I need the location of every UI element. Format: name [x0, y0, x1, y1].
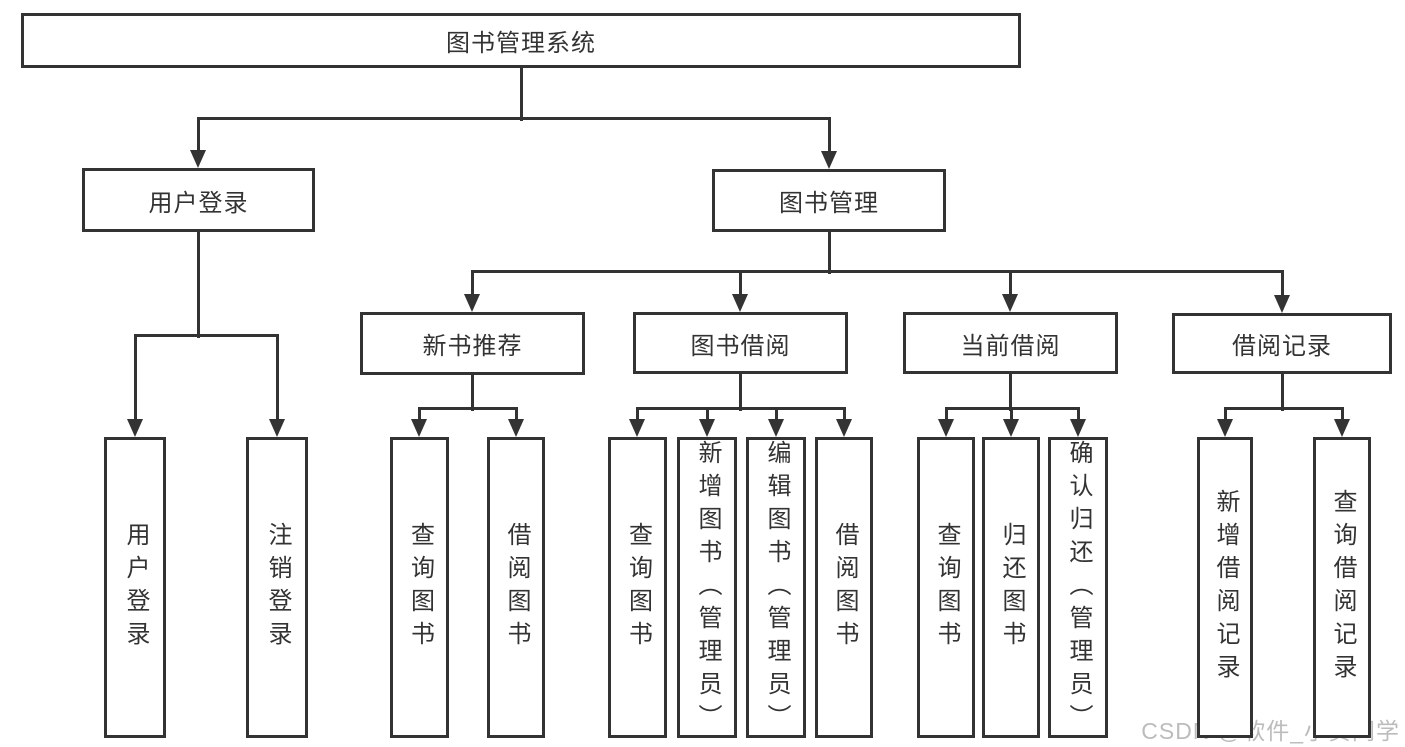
connector-bar — [1223, 406, 1344, 410]
arrow-stem — [1009, 408, 1013, 421]
arrow-stem — [417, 408, 421, 421]
arrow-stem — [514, 408, 518, 421]
arrow-stem — [1223, 408, 1227, 421]
arrow-stem — [1008, 271, 1012, 296]
arrow-stem — [827, 118, 831, 153]
arrow-down-icon — [1070, 419, 1086, 437]
arrow-down-icon — [699, 419, 715, 437]
connector-stem — [196, 232, 200, 338]
arrow-down-icon — [768, 419, 784, 437]
node-edit-book-admin: 编辑图书（管理员） — [746, 437, 806, 738]
node-query-borrow-record: 查询借阅记录 — [1313, 437, 1371, 738]
arrow-stem — [196, 118, 200, 152]
connector-stem — [738, 374, 742, 411]
connector-bar — [133, 333, 279, 337]
node-borrow-books-recommend: 借阅图书 — [487, 437, 545, 738]
arrow-stem — [133, 335, 137, 421]
arrow-down-icon — [411, 419, 427, 437]
node-current-borrowing: 当前借阅 — [903, 312, 1118, 374]
connector-bar — [417, 406, 518, 410]
arrow-stem — [705, 408, 709, 421]
node-borrow-books: 借阅图书 — [815, 437, 873, 738]
arrow-down-icon — [1003, 419, 1019, 437]
node-add-book-admin: 新增图书（管理员） — [677, 437, 737, 738]
arrow-down-icon — [508, 419, 524, 437]
node-query-books-borrowing: 查询图书 — [608, 437, 667, 738]
arrow-stem — [944, 408, 948, 421]
node-user-login: 用户登录 — [82, 168, 315, 232]
arrow-down-icon — [821, 151, 837, 169]
arrow-stem — [1340, 408, 1344, 421]
node-borrowing-records: 借阅记录 — [1172, 313, 1392, 374]
arrow-stem — [842, 408, 846, 421]
connector-stem — [1008, 374, 1012, 411]
arrow-down-icon — [1217, 419, 1233, 437]
connector-stem — [1280, 374, 1284, 411]
node-new-book-recommend: 新书推荐 — [360, 312, 585, 375]
connector-bar — [635, 406, 846, 410]
node-query-books-current: 查询图书 — [917, 437, 975, 738]
arrow-stem — [1076, 408, 1080, 421]
arrow-stem — [738, 271, 742, 296]
arrow-stem — [1280, 271, 1284, 297]
arrow-down-icon — [464, 294, 480, 312]
connector-stem — [827, 232, 831, 274]
node-book-management: 图书管理 — [712, 169, 946, 232]
arrow-down-icon — [190, 150, 206, 168]
arrow-down-icon — [1002, 294, 1018, 312]
connector-bar — [470, 269, 1284, 273]
node-book-borrowing: 图书借阅 — [633, 312, 848, 374]
arrow-down-icon — [836, 419, 852, 437]
node-system: 图书管理系统 — [21, 13, 1021, 68]
arrow-down-icon — [1334, 419, 1350, 437]
connector-bar — [196, 116, 831, 120]
arrow-down-icon — [269, 419, 285, 437]
arrow-stem — [275, 335, 279, 421]
node-logout-action: 注销登录 — [246, 437, 308, 738]
arrow-down-icon — [1274, 295, 1290, 313]
arrow-down-icon — [127, 419, 143, 437]
node-confirm-return-admin: 确认归还（管理员） — [1048, 437, 1108, 738]
arrow-down-icon — [732, 294, 748, 312]
arrow-stem — [774, 408, 778, 421]
connector-stem — [519, 68, 523, 121]
node-query-books-recommend: 查询图书 — [390, 437, 449, 738]
arrow-down-icon — [938, 419, 954, 437]
arrow-stem — [635, 408, 639, 421]
arrow-stem — [470, 271, 474, 296]
arrow-down-icon — [629, 419, 645, 437]
node-return-books: 归还图书 — [982, 437, 1040, 738]
node-add-borrow-record: 新增借阅记录 — [1197, 437, 1253, 738]
connector-stem — [470, 375, 474, 411]
node-user-login-action: 用户登录 — [104, 437, 166, 738]
